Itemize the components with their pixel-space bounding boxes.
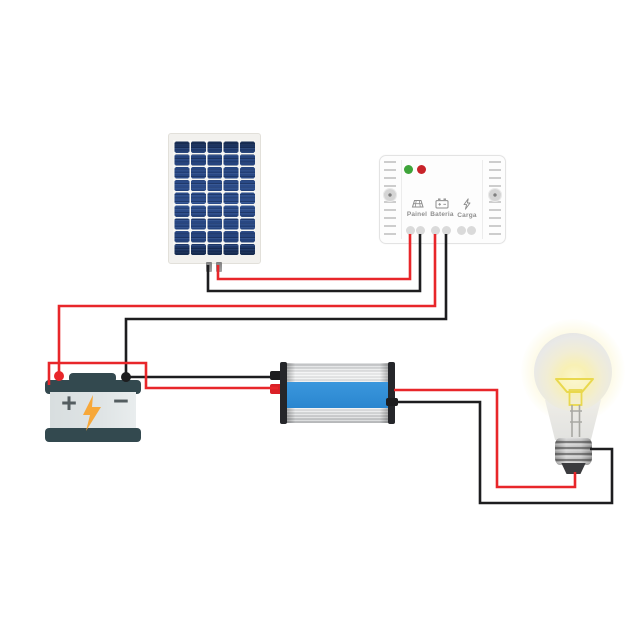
inverter-right-cap (388, 362, 395, 424)
bulb-screw-base (555, 438, 592, 465)
lightning-icon (463, 198, 471, 210)
battery-icon (435, 198, 449, 209)
inverter (270, 362, 398, 424)
solar-panel-icon (411, 200, 424, 208)
terminal-carga-positive (456, 226, 466, 235)
solar-panel (168, 133, 261, 272)
panel-seam-left (401, 160, 402, 239)
panel-connector-negative (206, 262, 212, 272)
terminal-painel-positive (406, 226, 415, 235)
battery-plus-sign: + (61, 388, 77, 418)
channel-label-bateria: Bateria (430, 211, 454, 218)
screw-icon (384, 189, 396, 201)
battery-minus-sign: − (113, 386, 129, 416)
channel-bateria: Bateria (427, 198, 457, 218)
red-led-indicator (417, 165, 426, 174)
panel-connector-positive (216, 262, 222, 272)
terminal-painel-negative (416, 226, 425, 235)
terminal-carga-negative (467, 226, 476, 235)
battery-bottom (45, 428, 141, 442)
inverter-output-stub (386, 398, 398, 406)
panel-seam-right (482, 160, 483, 239)
screw-icon (489, 189, 501, 201)
inverter-left-cap (280, 362, 287, 424)
channel-label-painel: Painel (406, 211, 428, 218)
channel-label-carga: Carga (457, 212, 477, 219)
channel-carga: Carga (452, 198, 482, 219)
lightning-bolt-icon (83, 395, 101, 431)
green-led-indicator (404, 165, 413, 174)
battery: + − (44, 373, 142, 445)
charge-controller: Painel Bateria Carga (379, 155, 506, 244)
light-bulb (521, 319, 625, 480)
terminal-bateria-negative (441, 226, 451, 235)
channel-painel: Painel (402, 198, 432, 218)
inverter-blue-band (286, 382, 389, 408)
solar-panel-cells (173, 140, 255, 255)
terminal-bateria-positive (431, 226, 440, 235)
